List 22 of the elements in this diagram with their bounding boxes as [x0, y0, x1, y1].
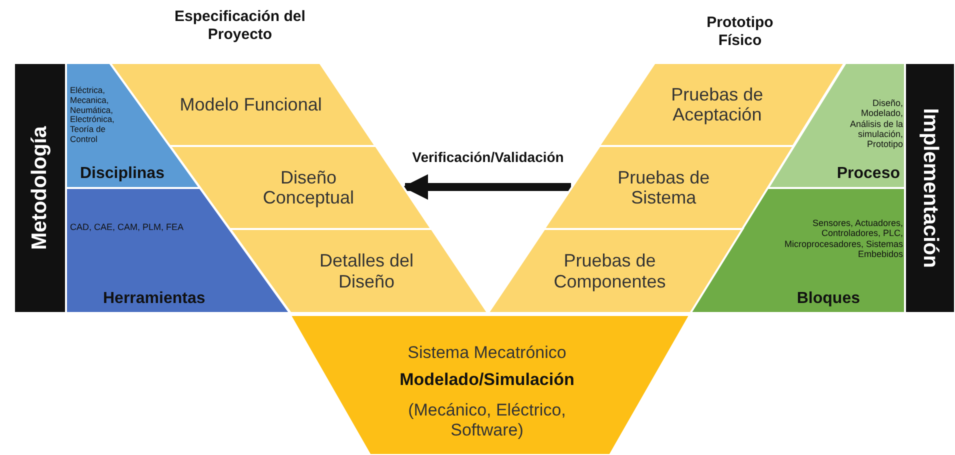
column-heading: Especificación del Proyecto	[174, 8, 306, 44]
panel-heading: Herramientas	[103, 290, 206, 308]
stage-label: Sistema Mecatrónico	[406, 343, 568, 363]
stage-label: Pruebas de Componentes	[552, 250, 667, 292]
stage-label: Modelo Funcional	[178, 94, 323, 115]
stage-label: Detalles del Diseño	[318, 250, 415, 292]
item-list: Diseño, Modelado, Análisis de la simulación, Prototipo	[835, 98, 903, 150]
panel-heading: Proceso	[836, 165, 900, 184]
panel-heading: Disciplinas	[80, 165, 166, 184]
stage-label: Pruebas de Sistema	[616, 166, 711, 208]
vertical-title: Metodología	[28, 125, 52, 252]
stage-label: Pruebas de Aceptación	[670, 84, 764, 126]
stage-label: Diseño Conceptual	[262, 166, 355, 208]
stage-label: Modelado/Simulación	[398, 370, 576, 390]
column-heading: Prototipo Físico	[706, 14, 774, 50]
item-list: Eléctrica, Mecanica, Neumática, Electrónica, Teoría de Control	[70, 86, 126, 145]
vertical-title: Implementación	[918, 107, 942, 270]
item-list: CAD, CAE, CAM, PLM, FEA	[70, 222, 220, 232]
stage-label: (Mecánico, Eléctrico, Software)	[407, 400, 567, 440]
item-list: Sensores, Actuadores, Controladores, PLC, Microprocesadores, Sistemas Embebidos	[780, 218, 903, 260]
arrow	[402, 174, 571, 200]
panel-heading: Bloques	[796, 290, 860, 308]
